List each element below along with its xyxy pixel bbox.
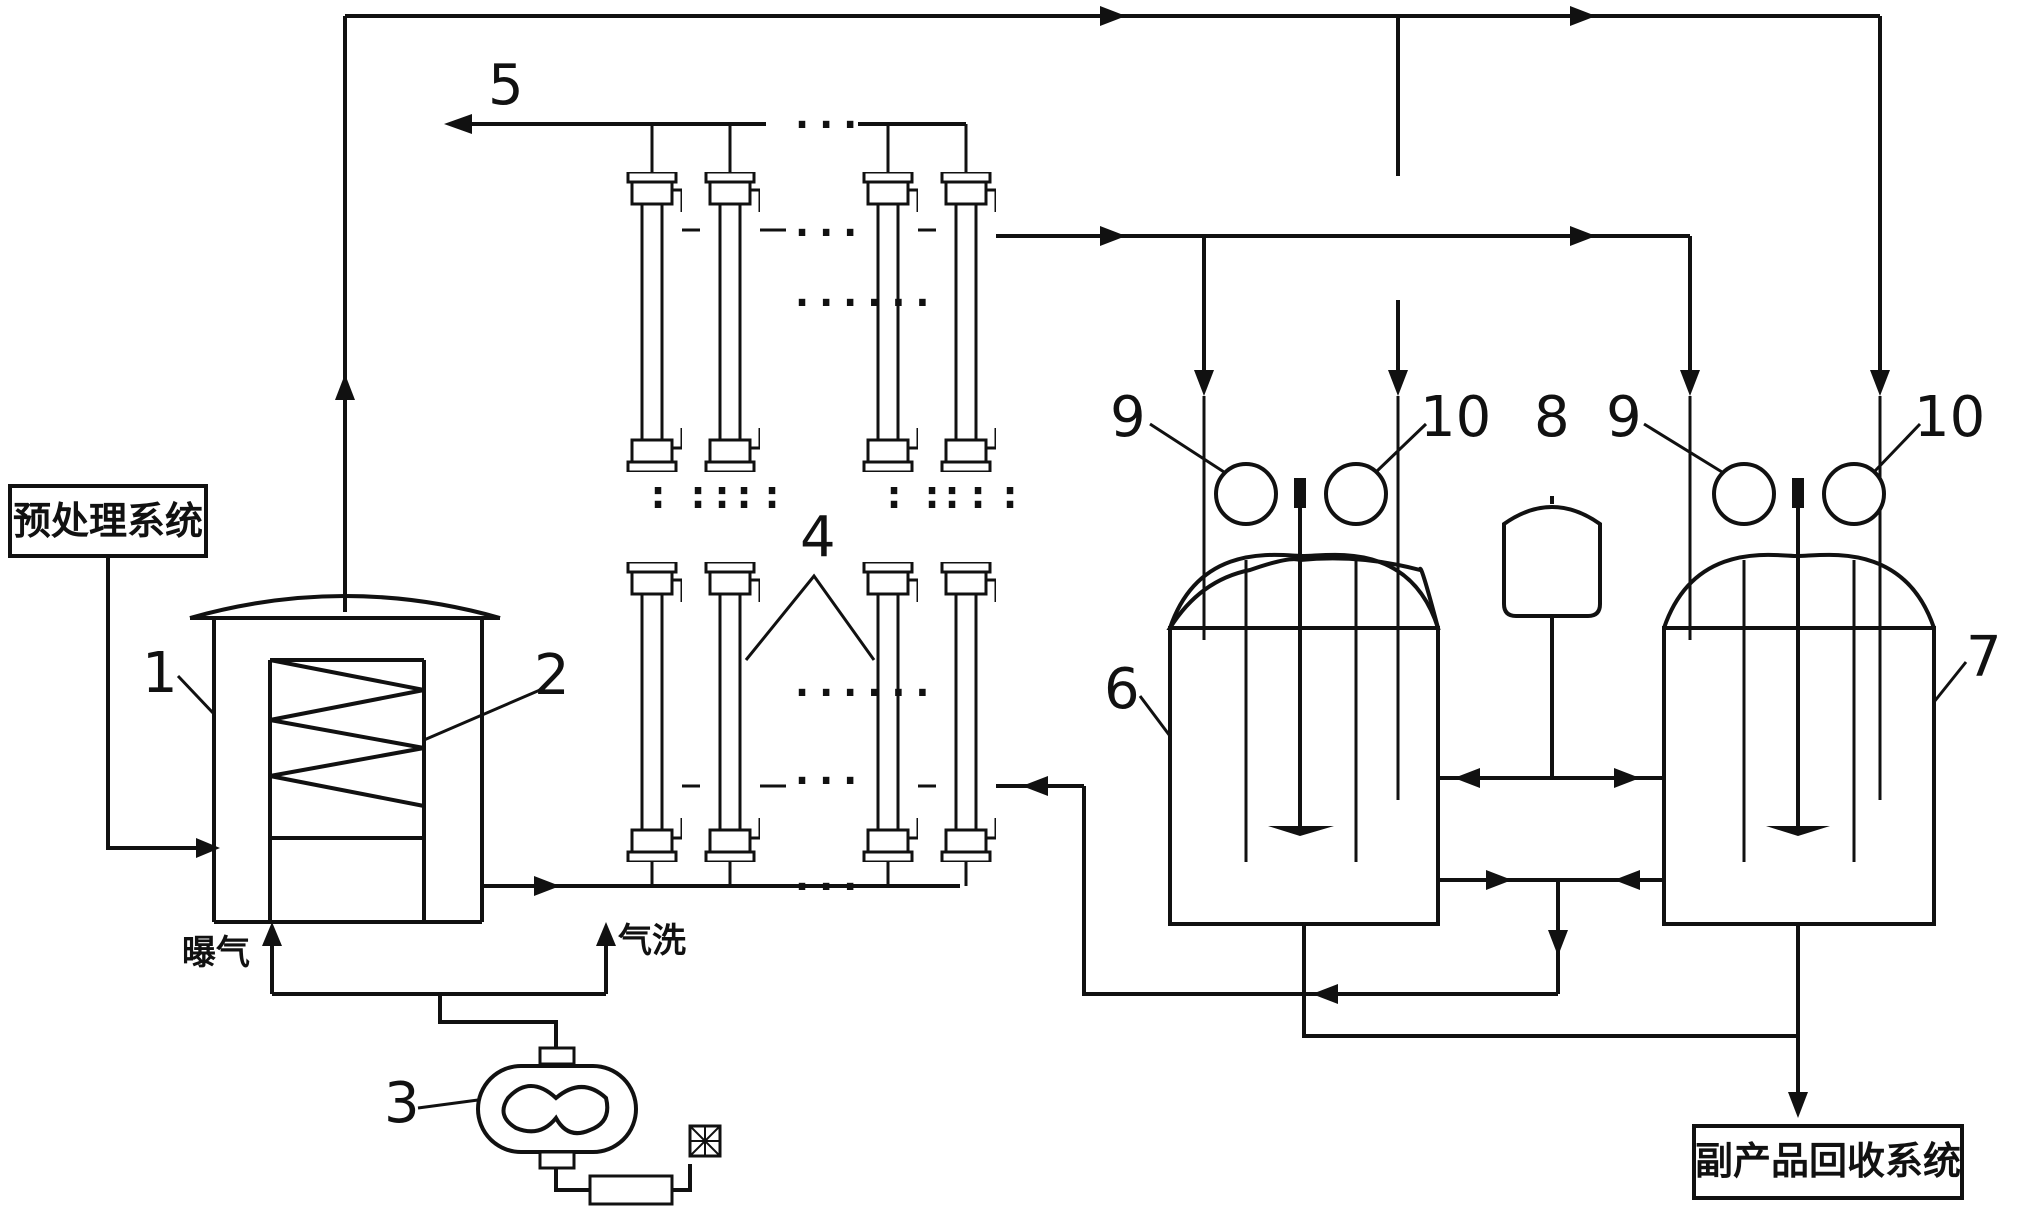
dosing-pump-10-left: [1324, 462, 1388, 526]
svg-text::: :: [732, 472, 756, 518]
reactor-6: [1166, 396, 1441, 926]
blower-3: [476, 1046, 722, 1206]
leader-9-right: [1643, 422, 1723, 474]
pretreatment-label: 预处理系统: [13, 499, 203, 543]
label-2: 2: [534, 643, 570, 708]
coil-2: [269, 658, 425, 808]
leader-10-left: [1374, 422, 1428, 474]
horizontal-ellipsis: ... ... ...... ...... ... ...: [790, 92, 935, 900]
dosing-pump-10-right: [1822, 462, 1886, 526]
membrane-module-bank-4: : : : : : : : : : : ... ... ...... .....…: [626, 92, 1022, 900]
reactor-7: [1662, 396, 1936, 926]
vertical-ellipsis: : : : : : : : : : :: [646, 472, 1022, 518]
feed-line: [106, 556, 196, 850]
byproduct-recovery-box: 副产品回收系统: [1692, 1124, 1964, 1200]
riser-arrow: [335, 374, 355, 400]
svg-text:...: ...: [790, 854, 862, 900]
label-10-right: 10: [1914, 385, 1985, 450]
leader-3: [417, 1098, 479, 1110]
leader-6: [1138, 695, 1172, 737]
label-10-left: 10: [1420, 385, 1491, 450]
label-1: 1: [142, 641, 178, 706]
byproduct-label: 副产品回收系统: [1695, 1139, 1961, 1183]
svg-text::: :: [998, 472, 1022, 518]
leader-9-left: [1149, 422, 1225, 474]
label-5: 5: [488, 53, 524, 118]
feed-arrow: [196, 838, 220, 858]
label-4: 4: [800, 505, 836, 570]
label-7: 7: [1966, 625, 2002, 690]
svg-text:...: ...: [790, 748, 862, 794]
aeration-label: 曝气: [182, 933, 250, 973]
leader-2: [423, 688, 541, 742]
label-9-right: 9: [1606, 385, 1642, 450]
svg-text:......: ......: [790, 270, 935, 316]
svg-text:......: ......: [790, 660, 935, 706]
label-8: 8: [1534, 385, 1570, 450]
pretreatment-system-box: 预处理系统: [8, 484, 208, 558]
svg-text::: :: [920, 472, 944, 518]
dosing-tank-8: [1502, 496, 1602, 778]
dosing-pump-9-left: [1214, 462, 1278, 526]
svg-text::: :: [686, 472, 710, 518]
air-wash-label: 气洗: [617, 921, 686, 961]
svg-text:...: ...: [790, 92, 862, 138]
label-3: 3: [384, 1071, 420, 1136]
leader-1: [176, 674, 216, 716]
svg-text::: :: [940, 472, 964, 518]
svg-text::: :: [646, 472, 670, 518]
bioreactor-tank-1: [189, 594, 501, 924]
leader-7: [1932, 661, 1968, 703]
label-6: 6: [1104, 657, 1140, 722]
label-9-left: 9: [1110, 385, 1146, 450]
svg-text::: :: [966, 472, 990, 518]
dosing-pump-9-right: [1712, 462, 1776, 526]
svg-text::: :: [710, 472, 734, 518]
blower-outlet: [438, 994, 558, 1048]
leader-10-right: [1872, 422, 1922, 474]
svg-text::: :: [760, 472, 784, 518]
svg-text::: :: [882, 472, 906, 518]
svg-text:...: ...: [790, 200, 862, 246]
